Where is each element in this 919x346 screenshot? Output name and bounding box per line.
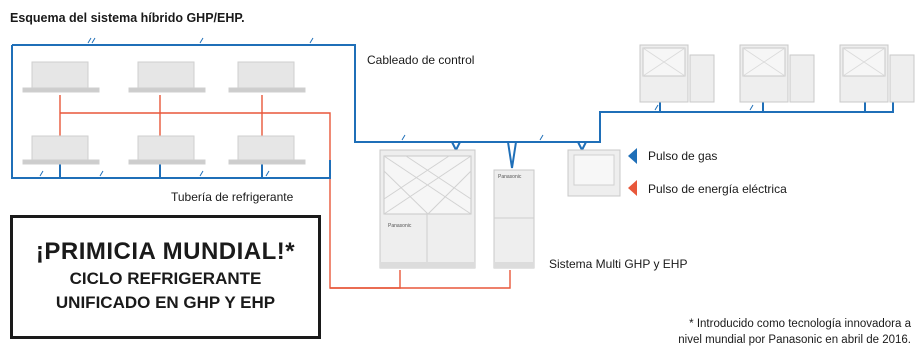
gas-pulse-marker bbox=[628, 148, 637, 164]
remote-outdoor-units bbox=[639, 44, 915, 103]
refrigerant-piping bbox=[59, 95, 511, 289]
diagram-title: Esquema del sistema híbrido GHP/EHP. bbox=[10, 11, 245, 25]
refrigerant-piping-label: Tubería de refrigerante bbox=[171, 190, 294, 204]
promo-line-2: CICLO REFRIGERANTE bbox=[69, 269, 262, 288]
electric-pulse-marker bbox=[628, 180, 637, 196]
indoor-units-top bbox=[22, 61, 306, 93]
controller-unit bbox=[567, 149, 621, 197]
indoor-units-bottom bbox=[22, 135, 306, 165]
promo-headline: ¡PRIMICIA MUNDIAL!* bbox=[35, 238, 296, 265]
system-diagram: Panasonic Panasonic bbox=[11, 37, 915, 289]
control-wiring bbox=[11, 37, 894, 179]
ghp-brand-text: Panasonic bbox=[388, 223, 412, 229]
footnote-line-2: nivel mundial por Panasonic en abril de … bbox=[678, 334, 911, 346]
legend-electric-label: Pulso de energía eléctrica bbox=[648, 182, 787, 196]
ehp-brand-text: Panasonic bbox=[498, 174, 522, 180]
multi-system-label: Sistema Multi GHP y EHP bbox=[549, 257, 688, 271]
legend-gas-label: Pulso de gas bbox=[648, 149, 718, 163]
control-wiring-label: Cableado de control bbox=[367, 53, 475, 67]
promo-line-3: UNIFICADO EN GHP Y EHP bbox=[55, 293, 276, 312]
ehp-outdoor-unit bbox=[493, 169, 535, 269]
footnote-line-1: * Introducido como tecnología innovadora… bbox=[689, 318, 911, 330]
ghp-outdoor-unit bbox=[379, 149, 476, 269]
world-first-banner: ¡PRIMICIA MUNDIAL!* CICLO REFRIGERANTE U… bbox=[10, 215, 321, 339]
